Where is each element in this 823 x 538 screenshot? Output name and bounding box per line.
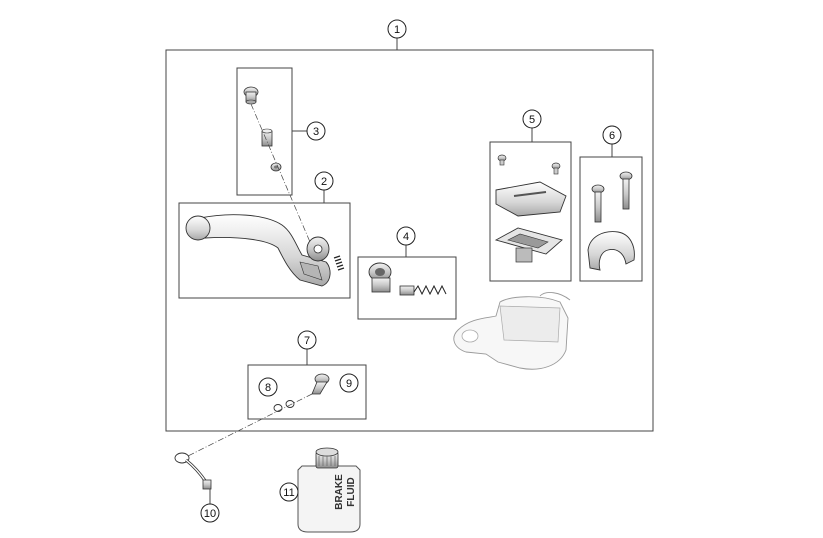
assembly-frame [165, 49, 654, 432]
pivot-bolt [243, 86, 259, 105]
callout-7: 7 [297, 330, 317, 350]
svg-text:1: 1 [394, 24, 400, 36]
callout-9: 9 [339, 373, 359, 393]
hose-guide-line [187, 393, 313, 457]
subassembly-frame-2 [178, 202, 351, 299]
callout-4: 4 [396, 226, 416, 246]
bottle-label-line1: BRAKE [334, 474, 345, 510]
diaphragm [494, 227, 563, 263]
handlebar-clamp [587, 231, 635, 271]
callout-5: 5 [522, 109, 542, 129]
callout-10: 10 [200, 503, 220, 523]
svg-text:8: 8 [265, 382, 271, 394]
callout-1: 1 [387, 19, 407, 39]
svg-text:4: 4 [403, 231, 409, 243]
callout-3: 3 [306, 121, 326, 141]
cover-screw-right [551, 162, 561, 175]
banjo-bolt [311, 373, 330, 395]
assembly-guide-line [250, 103, 314, 250]
brake-line-fitting [174, 452, 212, 490]
svg-text:6: 6 [609, 130, 615, 142]
brake-fluid-bottle: BRAKE FLUID [297, 447, 361, 533]
brake-lever [185, 214, 331, 287]
adjuster-spring [333, 255, 345, 271]
callout-8: 8 [258, 377, 278, 397]
piston-kit [368, 262, 447, 296]
svg-text:5: 5 [529, 114, 535, 126]
clamp-bolt-right [619, 171, 633, 210]
subassembly-frame-6 [579, 156, 643, 282]
svg-text:10: 10 [204, 508, 216, 520]
bushing [261, 128, 273, 147]
cap-ridges [318, 456, 336, 466]
reservoir-cover [495, 181, 567, 217]
subassembly-frame-4 [357, 256, 457, 320]
svg-text:11: 11 [283, 487, 294, 499]
cover-screw-left [497, 154, 507, 166]
callout-6: 6 [602, 125, 622, 145]
bottle-label-line2: FLUID [346, 477, 357, 506]
svg-text:9: 9 [346, 378, 352, 390]
master-cylinder-body [453, 292, 571, 370]
subassembly-frame-5 [489, 141, 572, 282]
svg-text:3: 3 [313, 126, 319, 138]
sealing-ring-1 [273, 404, 283, 412]
svg-text:7: 7 [304, 335, 310, 347]
callout-11: 11 [279, 482, 299, 502]
callout-2: 2 [314, 171, 334, 191]
svg-text:2: 2 [321, 176, 327, 188]
clamp-bolt-left [591, 184, 605, 223]
